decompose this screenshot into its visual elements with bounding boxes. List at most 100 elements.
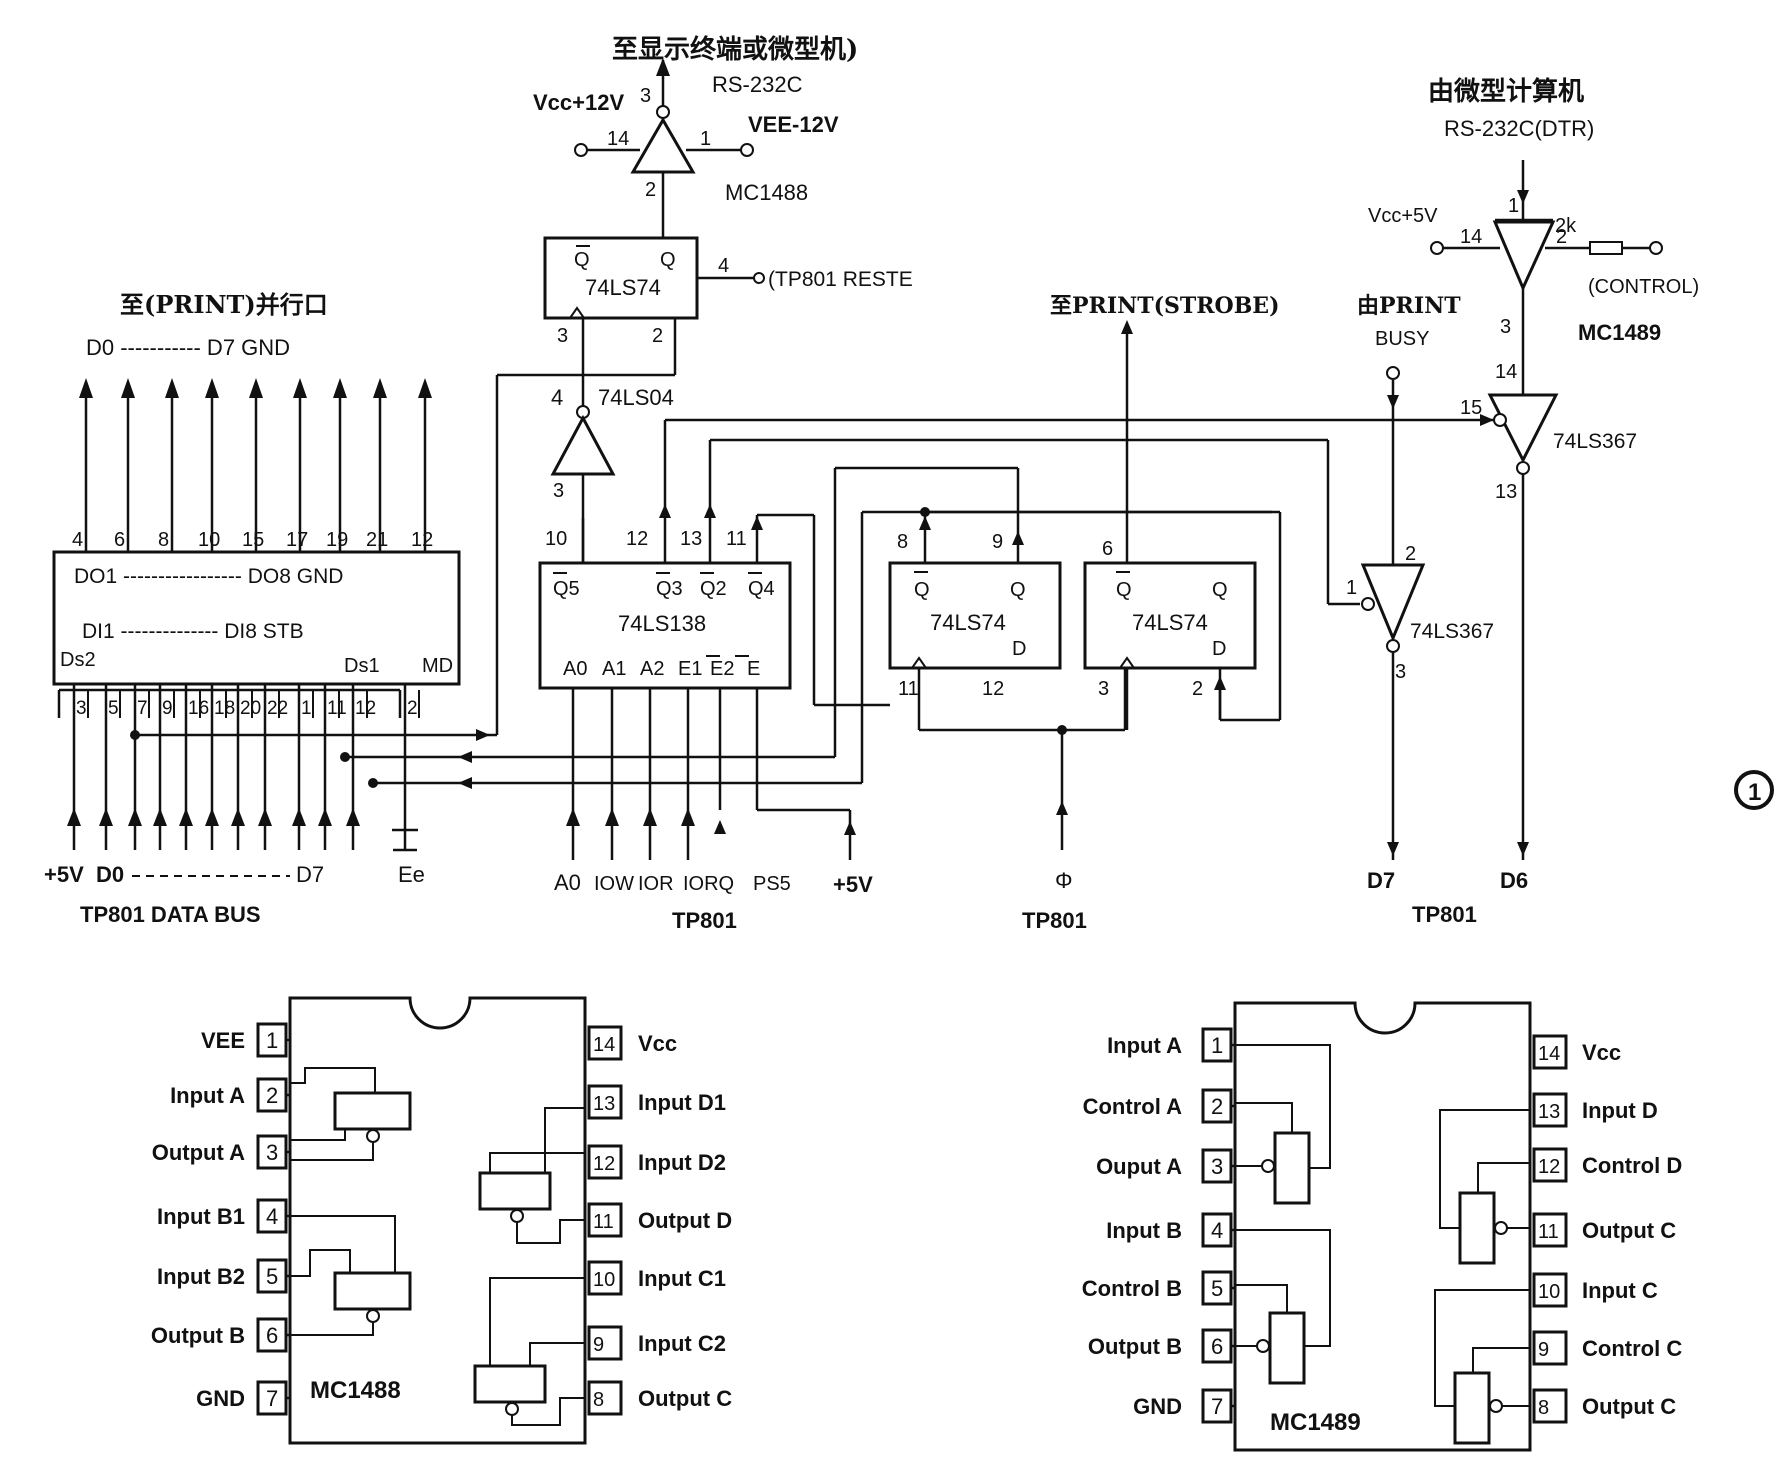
mc1489-pin14: 14 xyxy=(1460,226,1482,248)
latch-top-pin-7: 21 xyxy=(366,529,388,551)
latch-top-pin-2: 8 xyxy=(158,529,169,551)
ff-b-pin6: 6 xyxy=(1102,538,1113,560)
ic1489-pins-left-num-3: 4 xyxy=(1211,1218,1223,1243)
ic1489-pins-right-num-1: 13 xyxy=(1538,1101,1560,1123)
vcc12-label: Vcc+12V xyxy=(533,90,624,115)
latch-top-pin-1: 6 xyxy=(114,529,125,551)
ic1488-pins-right-label-5: Input C2 xyxy=(638,1331,726,1356)
ic1489-pins-left-num-1: 2 xyxy=(1211,1094,1223,1119)
latch-bottom-pin-11: 2 xyxy=(407,698,418,719)
iow-input: IOW xyxy=(594,873,634,895)
ic1489-pins-left-label-0: Input A xyxy=(1107,1033,1182,1058)
ls367-top-pin14: 14 xyxy=(1495,361,1517,383)
ff-top-pin3: 3 xyxy=(557,325,568,347)
mc1488-pinout xyxy=(288,996,587,1445)
ic1488-pins-left-num-2: 3 xyxy=(266,1140,278,1165)
ic1488-pins-right-label-1: Input D1 xyxy=(638,1090,726,1115)
d0-d7-gnd-label: D0 ----------- D7 GND xyxy=(86,335,290,360)
ic1488-pins-right-num-3: 11 xyxy=(593,1211,614,1233)
latch-top-pin-6: 19 xyxy=(326,529,348,551)
ff-74ls74-top xyxy=(543,236,699,320)
ff-a-pin8: 8 xyxy=(897,531,908,553)
ic1489-pins-right-num-0: 14 xyxy=(1538,1043,1560,1065)
ic1489-pins-left-label-3: Input B xyxy=(1106,1218,1182,1243)
ff-top-pin4: 4 xyxy=(718,255,729,277)
control-label: (CONTROL) xyxy=(1588,276,1699,298)
buffer-74ls367-mid xyxy=(1360,366,1426,860)
control-bus-lines xyxy=(130,684,862,852)
ic1489-pins-right-num-4: 10 xyxy=(1538,1281,1560,1303)
receiver-mc1489-top xyxy=(1430,160,1663,395)
ic1488-pins-right-label-2: Input D2 xyxy=(638,1150,726,1175)
d7-bottom: D7 xyxy=(296,862,324,887)
latch-bottom-pin-1: 5 xyxy=(108,698,119,719)
latch-bottom-pin-2: 7 xyxy=(137,698,148,719)
latch-bottom-pin-6: 20 xyxy=(240,698,261,719)
ls138-q3: Q3 xyxy=(656,578,683,600)
ic1488-pins-left-label-1: Input A xyxy=(170,1083,245,1108)
rs232c-label: RS-232C xyxy=(712,72,803,97)
ic1488-pins-left-num-4: 5 xyxy=(266,1264,278,1289)
rs232c-dtr-label: RS-232C(DTR) xyxy=(1444,116,1594,141)
ic1488-pins-left-label-0: VEE xyxy=(201,1028,245,1053)
res-2k: 2k xyxy=(1555,215,1577,237)
mc1488-top-label: MC1488 xyxy=(725,180,808,205)
ic1488-pins-right-label-3: Output D xyxy=(638,1208,732,1233)
latch-bottom-pin-0: 3 xyxy=(76,698,87,719)
ff-top-q: Q xyxy=(660,249,676,271)
ic1489-pins-right-label-6: Output C xyxy=(1582,1394,1676,1419)
ic1488-pins-right-num-1: 13 xyxy=(593,1093,615,1115)
ls367-mid-pin2: 2 xyxy=(1405,543,1416,565)
mc1489-pinout xyxy=(1233,1001,1532,1452)
d6-out: D6 xyxy=(1500,868,1528,893)
ls138-in-4: E2 xyxy=(710,658,734,680)
mc1489-chip-name: MC1489 xyxy=(1270,1409,1361,1436)
mc1489-top-label: MC1489 xyxy=(1578,320,1661,345)
ff-b-pin2: 2 xyxy=(1192,678,1203,700)
ic1488-pins-right-num-6: 8 xyxy=(593,1389,604,1411)
d7-out: D7 xyxy=(1367,868,1395,893)
ls138-in-1: A1 xyxy=(602,658,626,680)
ic1489-pins-left-num-2: 3 xyxy=(1211,1154,1223,1179)
ic1488-pins-left-label-5: Output B xyxy=(151,1323,245,1348)
ic1489-pins-left-num-6: 7 xyxy=(1211,1394,1223,1419)
mc1488-pin14: 14 xyxy=(607,128,629,150)
ic1489-pins-right-label-1: Input D xyxy=(1582,1098,1658,1123)
ls367-mid-pin3: 3 xyxy=(1395,661,1406,683)
ic1488-pins-left-num-0: 1 xyxy=(266,1028,278,1053)
ic1488-pins-right-label-6: Output C xyxy=(638,1386,732,1411)
ls138-out-pin12: 12 xyxy=(626,528,648,550)
ff-a-pin9: 9 xyxy=(992,531,1003,553)
latch-row2: DI1 -------------- DI8 STB xyxy=(82,620,304,643)
ls367-top-pin15: 15 xyxy=(1460,397,1482,419)
ic1489-pins-left-label-4: Control B xyxy=(1082,1276,1182,1301)
ic1489-pins-left-label-6: GND xyxy=(1133,1394,1182,1419)
ls138-in-2: A2 xyxy=(640,658,664,680)
ic1488-pins-left-label-2: Output A xyxy=(152,1140,245,1165)
ff-b-pin3: 3 xyxy=(1098,678,1109,700)
latch-top-pin-5: 17 xyxy=(286,529,308,551)
mc1489-pin1: 1 xyxy=(1508,195,1519,217)
ff-b-qbar: Q xyxy=(1116,579,1132,601)
to-strobe-label: 至PRINT(STROBE) xyxy=(1050,293,1280,319)
ps5-input: PS5 xyxy=(753,873,791,895)
mc1488-pin1: 1 xyxy=(700,128,711,150)
ic1488-pins-right-label-4: Input C1 xyxy=(638,1266,726,1291)
ic1488-pins-left-num-6: 7 xyxy=(266,1386,278,1411)
ff-a-label: 74LS74 xyxy=(930,610,1006,635)
ls367-top-label: 74LS367 xyxy=(1553,430,1637,453)
from-micro-label: 由微型计算机 xyxy=(1428,76,1584,107)
latch-bottom-pin-5: 18 xyxy=(214,698,235,719)
mc1488-pin3: 3 xyxy=(640,85,651,107)
ff-74ls74-a xyxy=(888,507,1272,732)
tp801-reset-label: (TP801 RESTE xyxy=(768,268,913,291)
ic1488-pins-right-label-0: Vcc xyxy=(638,1031,677,1056)
busy-label: BUSY xyxy=(1375,328,1429,350)
ior-input: IOR xyxy=(638,873,674,895)
ic1488-pins-right-num-2: 12 xyxy=(593,1153,615,1175)
